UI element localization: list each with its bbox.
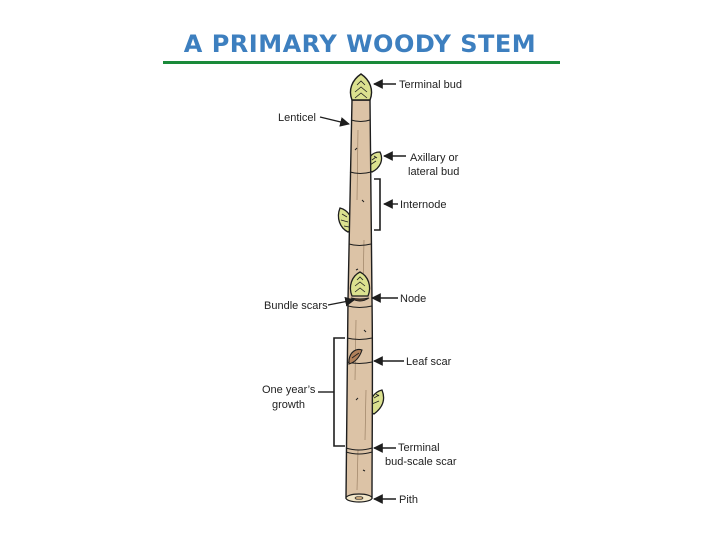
label-axillary-line2: lateral bud (408, 166, 459, 178)
one-year-bracket (333, 337, 345, 447)
label-pith: Pith (399, 494, 418, 506)
diagram-title: A PRIMARY WOODY STEM (183, 30, 537, 58)
arrow-lenticel (319, 116, 350, 127)
label-terminal-bud: Terminal bud (399, 79, 462, 91)
terminal-bud (349, 73, 373, 101)
label-axillary-line1: Axillary or (410, 152, 459, 164)
label-node: Node (400, 293, 426, 305)
node-bud (349, 271, 371, 302)
lenticel-marks (354, 147, 367, 472)
arrow-bundle-scars (327, 296, 355, 307)
leaf-scar (348, 348, 363, 365)
pith-end (345, 493, 373, 503)
internode-bracket (374, 178, 381, 231)
label-bud-scale-line1: Terminal (398, 442, 440, 454)
label-one-year-line2: growth (272, 399, 305, 411)
label-bud-scale-line2: bud-scale scar (385, 456, 457, 468)
label-leaf-scar: Leaf scar (406, 356, 452, 368)
title-underline (163, 61, 560, 64)
label-internode: Internode (400, 199, 446, 211)
label-arrows (319, 79, 406, 504)
label-lenticel: Lenticel (278, 112, 316, 124)
label-one-year-line1: One year’s (262, 384, 316, 396)
label-bundle-scars: Bundle scars (264, 300, 328, 312)
